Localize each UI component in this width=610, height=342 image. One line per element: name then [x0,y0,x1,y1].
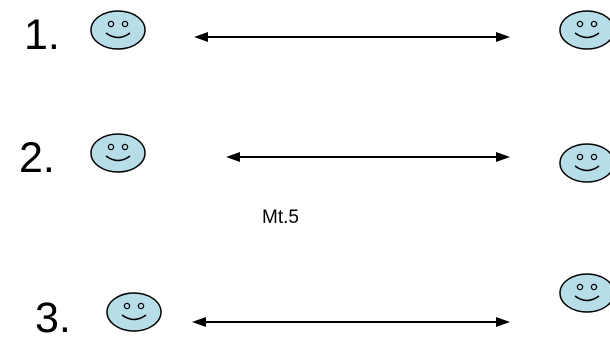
row-2 [90,133,610,183]
row-2-number: 2. [19,134,55,182]
row-1 [90,10,610,50]
row-3 [106,273,610,332]
row-2-double-arrow-icon [226,152,510,162]
row-2-right-smiley-icon [559,143,610,183]
row-3-number: 3. [35,294,71,342]
row-2-left-smiley-icon [90,133,146,173]
note-label: Mt.5 [262,207,299,228]
row-1-number: 1. [24,11,60,59]
row-1-right-smiley-icon [559,10,610,50]
row-3-left-smiley-icon [106,292,162,332]
row-3-right-smiley-icon [559,273,610,313]
row-1-left-smiley-icon [90,10,146,50]
row-3-double-arrow-icon [192,317,510,327]
row-1-double-arrow-icon [194,32,510,42]
